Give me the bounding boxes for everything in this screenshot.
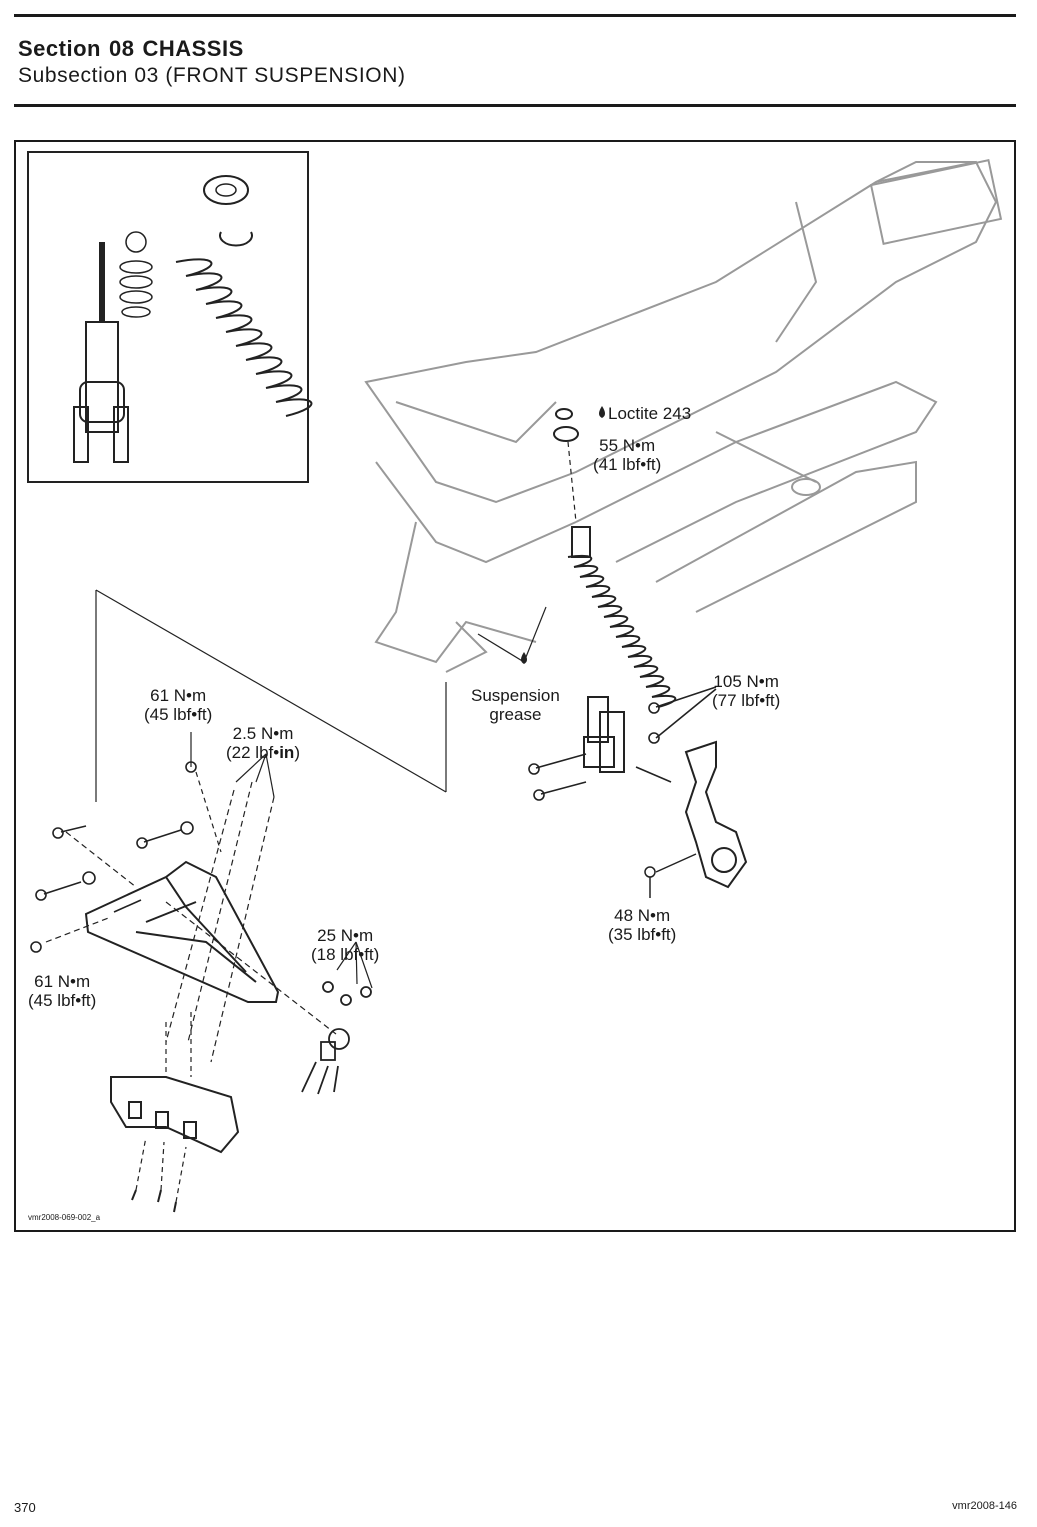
grease-line-1: Suspension: [471, 686, 560, 705]
torque-105-label: 105 N•m (77 lbf•ft): [712, 672, 780, 710]
torque-55-nm: 55 N•m: [599, 436, 656, 455]
torque-61a-nm: 61 N•m: [150, 686, 207, 705]
torque-48-label: 48 N•m (35 lbf•ft): [608, 906, 676, 944]
leader-lines: [95, 589, 547, 989]
lower-a-arm: [84, 860, 337, 1035]
a-arm-bolts: [30, 761, 222, 953]
section-number: 08: [108, 36, 135, 61]
page-number: 370: [14, 1500, 36, 1515]
steering-knuckle: [684, 740, 748, 889]
torque-105-nm: 105 N•m: [713, 672, 779, 691]
torque-55-lbf: (41 lbf•ft): [593, 455, 662, 474]
grease-drop-icon: [521, 652, 527, 664]
suspension-grease-label: Suspension grease: [471, 686, 560, 724]
section-name: CHASSIS: [142, 36, 244, 61]
section-label: Section: [18, 36, 101, 61]
header-bottom-rule: [14, 104, 1016, 107]
figure-reference: vmr2008-069-002_a: [28, 1213, 101, 1222]
suspension-diagram: [27, 151, 1003, 1213]
torque-61b-lbf: (45 lbf•ft): [28, 991, 97, 1010]
torque-25-nm: 25 N•m: [317, 926, 374, 945]
torque-25-lbf: (18 lbf•ft): [311, 945, 380, 964]
torque-2-5-label: 2.5 N•m (22 lbf•in): [226, 724, 300, 762]
loctite-drop-icon: [599, 406, 605, 418]
torque-61b-nm: 61 N•m: [34, 972, 91, 991]
torque-48-nm: 48 N•m: [614, 906, 671, 925]
header-top-rule: [14, 14, 1016, 17]
inset-shock-detail: [27, 151, 313, 483]
grease-line-2: grease: [489, 705, 542, 724]
torque-2-5-lbf: (22 lbf•in): [226, 743, 300, 762]
torque-55-label: 55 N•m (41 lbf•ft): [593, 436, 661, 474]
skid-plate: [110, 1012, 240, 1213]
assembly-dash-lines: [45, 781, 275, 1063]
torque-61b-label: 61 N•m (45 lbf•ft): [28, 972, 96, 1010]
subsection-title: Subsection 03 (FRONT SUSPENSION): [18, 64, 406, 87]
torque-25-label: 25 N•m (18 lbf•ft): [311, 926, 379, 964]
torque-105-lbf: (77 lbf•ft): [712, 691, 781, 710]
torque-61a-lbf: (45 lbf•ft): [144, 705, 213, 724]
section-title: Section 08 CHASSIS: [18, 36, 244, 62]
torque-2-5-nm: 2.5 N•m: [232, 724, 294, 743]
chassis-frame: [364, 158, 1003, 673]
exploded-view-figure: Loctite 243 55 N•m (41 lbf•ft) Suspensio…: [14, 140, 1016, 1232]
document-code: vmr2008-146: [952, 1500, 1017, 1512]
shock-bolts: [528, 686, 717, 801]
torque-61a-label: 61 N•m (45 lbf•ft): [144, 686, 212, 724]
loctite-label: Loctite 243: [608, 404, 692, 423]
torque-48-lbf: (35 lbf•ft): [608, 925, 677, 944]
shock-absorber-assembly: [553, 408, 677, 773]
ball-joint: [301, 981, 372, 1095]
